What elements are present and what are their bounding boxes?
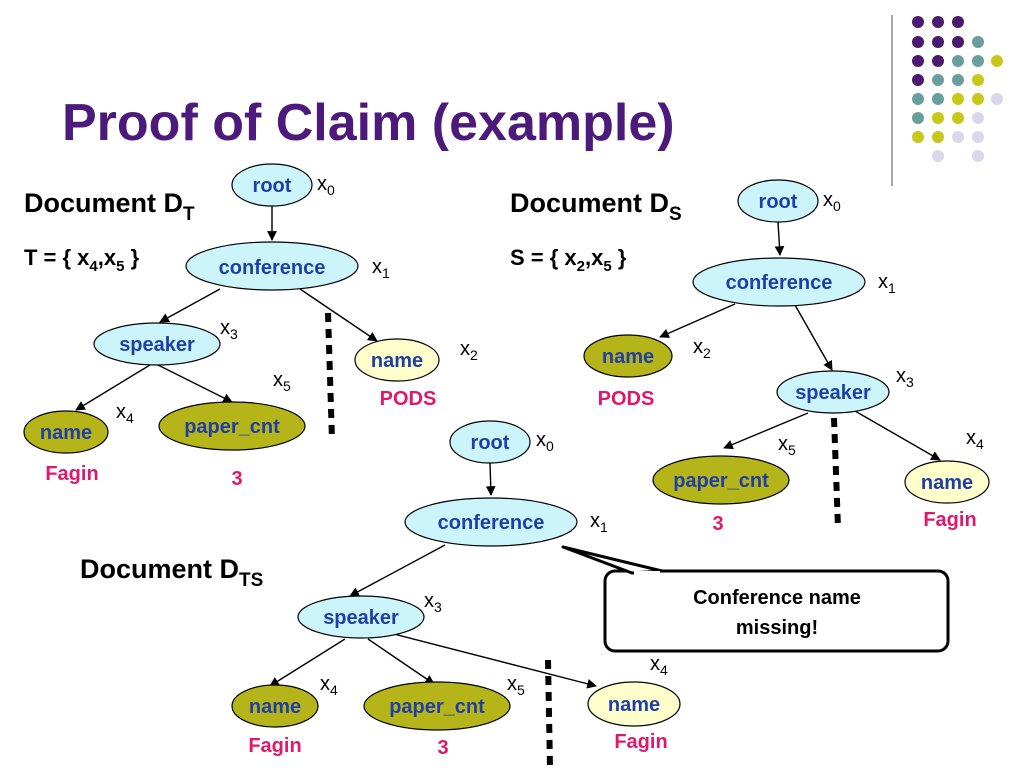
callout-line-2: missing!	[736, 617, 818, 639]
doc-s-speaker-label: speaker	[795, 382, 871, 404]
doc-ts-name-fagin2-var: x4	[650, 653, 668, 678]
doc-s-name-fagin-label: name	[921, 472, 973, 494]
doc-s-pods-value: PODS	[598, 388, 655, 410]
doc-s-paper-cnt-value: 3	[712, 513, 723, 535]
edge	[723, 412, 809, 450]
doc-s-root-label: root	[759, 191, 798, 213]
doc-t-name-pods-label: name	[371, 350, 423, 372]
doc-s-label: Document DS	[510, 188, 682, 225]
decorative-dot-grid	[912, 16, 1003, 162]
doc-s-name-pods-label: name	[602, 346, 654, 368]
doc-s-conference-node	[692, 257, 866, 307]
doc-ts-label: Document DTS	[80, 554, 263, 591]
doc-ts-speaker-node	[297, 595, 425, 639]
doc-s-conference-var: x1	[878, 271, 896, 296]
doc-t-name-fagin-label: name	[40, 422, 92, 444]
doc-s-fagin-value: Fagin	[923, 509, 976, 531]
cut-dotted-line	[831, 417, 841, 529]
doc-t-set: T = { x4,x5 }	[24, 245, 140, 275]
doc-s-speaker-var: x3	[896, 365, 914, 390]
doc-ts-speaker-label: speaker	[323, 607, 399, 629]
doc-ts-root-var: x0	[536, 429, 554, 454]
doc-s-speaker-node	[776, 370, 890, 414]
callout-box	[603, 569, 950, 653]
doc-t-root-node	[231, 163, 313, 207]
edge	[157, 364, 233, 403]
doc-ts-paper-cnt-node	[363, 681, 511, 731]
edge	[485, 462, 496, 496]
doc-ts-name-fagin2-label: name	[608, 694, 660, 716]
doc-s-name-pods-node	[583, 334, 673, 378]
doc-ts-speaker-var: x3	[424, 590, 442, 615]
doc-ts-name-fagin-var: x4	[320, 673, 338, 698]
edge	[299, 288, 378, 342]
doc-t-conference-var: x1	[372, 256, 390, 281]
doc-t-conference-node	[185, 241, 359, 291]
doc-s-conference-label: conference	[726, 272, 833, 294]
doc-s-name-fagin-node	[904, 460, 990, 504]
doc-t-name-fagin-var: x4	[116, 401, 134, 426]
edge	[75, 364, 151, 411]
doc-t-root-label: root	[253, 175, 292, 197]
doc-t-paper-cnt-var: x5	[273, 369, 291, 394]
doc-t-pods-value: PODS	[380, 388, 437, 410]
doc-t-speaker-label: speaker	[119, 334, 195, 356]
doc-s-paper-cnt-label: paper_cnt	[673, 470, 769, 492]
cut-dotted-line	[545, 659, 553, 768]
doc-ts-conference-label: conference	[438, 512, 545, 534]
doc-ts-paper-cnt-label: paper_cnt	[389, 696, 485, 718]
edge	[774, 221, 785, 256]
callout: Conference name missing!	[561, 545, 950, 653]
doc-t-paper-cnt-value: 3	[231, 468, 242, 490]
doc-t-speaker-var: x3	[220, 317, 238, 342]
doc-ts-name-fagin2-node	[587, 681, 681, 727]
doc-s-set: S = { x2,x5 }	[510, 245, 627, 275]
doc-t-label: Document DT	[24, 188, 195, 225]
cut-dotted-line	[325, 312, 335, 441]
doc-ts-conference-var: x1	[590, 510, 608, 535]
doc-t-name-pods-var: x2	[460, 338, 478, 363]
doc-ts-root-label: root	[471, 432, 510, 454]
edge	[269, 638, 346, 687]
doc-ts-fagin-value: Fagin	[248, 735, 301, 757]
doc-ts-conference-node	[404, 497, 578, 547]
edge	[794, 304, 833, 371]
doc-s-name-pods-var: x2	[693, 336, 711, 361]
doc-ts-name-fagin-label: name	[249, 696, 301, 718]
doc-s-paper-cnt-var: x5	[778, 433, 796, 458]
doc-s-tree: Document DS S = { x2,x5 } root x0 confer…	[510, 179, 990, 535]
doc-ts-name-fagin-node	[231, 684, 319, 728]
edge	[854, 410, 941, 461]
callout-line-1: Conference name	[693, 587, 861, 609]
doc-t-name-fagin-node	[23, 410, 109, 454]
doc-t-speaker-node	[93, 322, 221, 366]
doc-t-paper-cnt-label: paper_cnt	[184, 416, 280, 438]
edge	[367, 638, 435, 685]
doc-ts-paper-cnt-value: 3	[437, 737, 448, 759]
callout-pointer	[561, 545, 664, 575]
edge	[349, 544, 446, 597]
doc-t-root-var: x0	[317, 173, 335, 198]
doc-ts-fagin2-value: Fagin	[614, 731, 667, 753]
doc-s-root-node	[737, 179, 819, 223]
edge	[159, 288, 221, 323]
doc-ts-root-node	[449, 420, 531, 464]
doc-ts-paper-cnt-var: x5	[507, 673, 525, 698]
doc-t-conference-label: conference	[219, 257, 326, 279]
doc-ts-tree: Document DTS root x0 conference x1 speak…	[80, 420, 681, 768]
doc-t-name-pods-node	[354, 338, 440, 382]
doc-s-paper-cnt-node	[652, 455, 790, 505]
edge	[659, 303, 736, 338]
slide-title: Proof of Claim (example)	[62, 94, 675, 152]
doc-t-fagin-value: Fagin	[45, 463, 98, 485]
doc-s-root-var: x0	[823, 189, 841, 214]
edge	[389, 632, 597, 689]
doc-s-name-fagin-var: x4	[966, 427, 984, 452]
doc-t-tree: Document DT T = { x4,x5 } root x0 confer…	[23, 163, 478, 490]
doc-t-paper-cnt-node	[158, 401, 306, 451]
